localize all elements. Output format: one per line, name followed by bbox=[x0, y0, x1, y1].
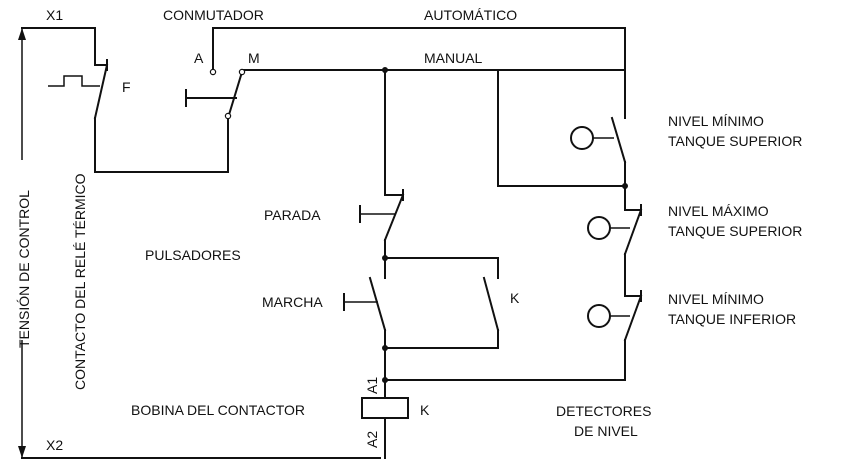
label-detectores-2: DE NIVEL bbox=[574, 423, 638, 439]
label-nivel-min-inf-1: NIVEL MÍNIMO bbox=[668, 291, 764, 307]
float-sensor-icon bbox=[570, 126, 594, 150]
label-automatico: AUTOMÁTICO bbox=[424, 7, 517, 23]
arrow-down-icon bbox=[18, 446, 26, 458]
label-k-coil: K bbox=[420, 402, 430, 418]
label-nivel-min-sup-1: NIVEL MÍNIMO bbox=[668, 113, 764, 129]
label-nivel-min-inf-2: TANQUE INFERIOR bbox=[668, 311, 796, 327]
label-a2: A2 bbox=[364, 431, 380, 448]
label-marcha: MARCHA bbox=[262, 294, 323, 310]
label-pulsadores: PULSADORES bbox=[145, 247, 241, 263]
label-rele-termico: CONTACTO DEL RELÉ TÉRMICO bbox=[72, 173, 88, 390]
label-manual: MANUAL bbox=[424, 50, 483, 66]
thermal-relay-contact bbox=[48, 27, 109, 173]
label-conmutador: CONMUTADOR bbox=[163, 7, 264, 23]
label-selector-m: M bbox=[248, 50, 260, 66]
level-detector-max-upper bbox=[587, 185, 643, 297]
label-nivel-max-sup-1: NIVEL MÁXIMO bbox=[668, 203, 769, 219]
label-a1: A1 bbox=[364, 377, 380, 394]
arrow-up-icon bbox=[18, 28, 26, 40]
label-nivel-min-sup-2: TANQUE SUPERIOR bbox=[668, 133, 802, 149]
selector-switch bbox=[185, 27, 626, 120]
float-sensor-icon bbox=[587, 304, 611, 328]
label-bobina: BOBINA DEL CONTACTOR bbox=[131, 402, 305, 418]
label-nivel-max-sup-2: TANQUE SUPERIOR bbox=[668, 223, 802, 239]
start-pushbutton bbox=[343, 276, 387, 349]
label-detectores-1: DETECTORES bbox=[556, 403, 651, 419]
label-parada: PARADA bbox=[264, 207, 321, 223]
level-detector-min-upper bbox=[570, 116, 627, 187]
label-x2: X2 bbox=[46, 437, 63, 453]
label-k-contact: K bbox=[510, 290, 520, 306]
thermal-symbol-icon bbox=[48, 75, 100, 87]
contactor-coil bbox=[361, 379, 409, 459]
label-x1: X1 bbox=[46, 7, 63, 23]
label-selector-a: A bbox=[194, 50, 204, 66]
hold-contact-k bbox=[482, 257, 500, 349]
label-tension-control: TENSIÓN DE CONTROL bbox=[16, 190, 32, 348]
label-thermal-f: F bbox=[122, 79, 131, 95]
level-detector-min-lower bbox=[587, 290, 643, 381]
stop-pushbutton bbox=[359, 189, 405, 259]
float-sensor-icon bbox=[587, 216, 611, 240]
control-voltage-rails bbox=[18, 27, 381, 459]
